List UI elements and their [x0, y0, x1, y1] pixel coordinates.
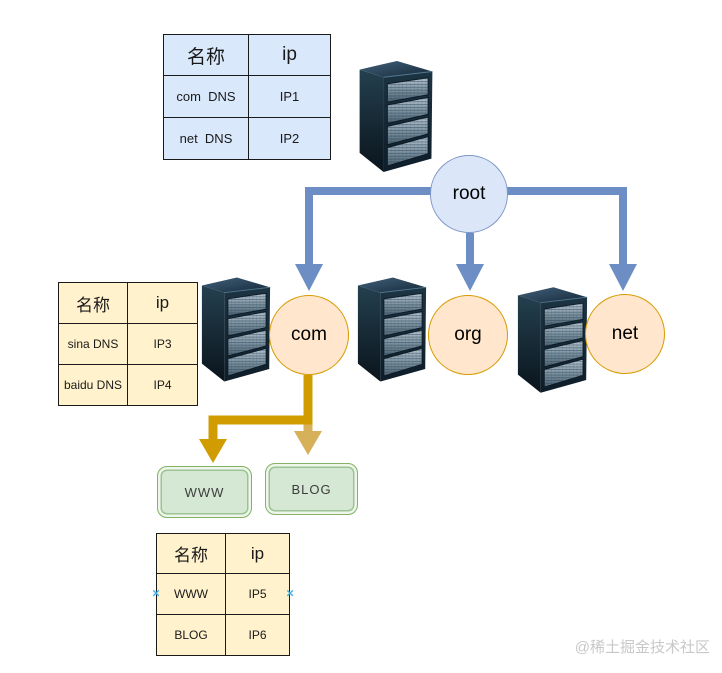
- cell-name: BLOG: [156, 614, 226, 656]
- root-dns-table: 名称 ip com DNS IP1 net DNS IP2: [163, 34, 331, 160]
- table-row: WWW IP5: [156, 573, 290, 615]
- arrowhead-root-to-net: [609, 264, 637, 291]
- cell-name: WWW: [156, 573, 226, 615]
- header-cell-ip: ip: [127, 282, 198, 324]
- arrowhead-root-to-com: [295, 264, 323, 291]
- server-icon-root: [359, 60, 433, 173]
- node-net-label: net: [611, 323, 639, 344]
- host-dns-table: 名称 ip WWW IP5 BLOG IP6: [156, 533, 290, 656]
- table-row: com DNS IP1: [163, 75, 331, 118]
- header-cell-name: 名称: [163, 34, 249, 76]
- connector-com-to-www: [208, 375, 313, 441]
- node-blog-label: BLOG: [291, 481, 332, 497]
- table-header-row: 名称 ip: [156, 533, 290, 574]
- server-icon-com: [201, 276, 271, 383]
- node-blog: BLOG: [265, 463, 358, 515]
- header-cell-ip: ip: [225, 533, 290, 574]
- cell-name: baidu DNS: [58, 364, 128, 406]
- cell-name: sina DNS: [58, 323, 128, 365]
- arrowhead-com-to-www: [199, 439, 227, 463]
- cross-marker-icon-right: ×: [286, 585, 294, 601]
- table-row: BLOG IP6: [156, 614, 290, 656]
- cell-ip: IP2: [248, 117, 331, 160]
- cell-ip: IP3: [127, 323, 198, 365]
- cell-ip: IP4: [127, 364, 198, 406]
- header-cell-name: 名称: [58, 282, 128, 324]
- node-org: org: [428, 295, 508, 375]
- cell-ip: IP1: [248, 75, 331, 118]
- node-org-label: org: [454, 324, 482, 345]
- table-header-row: 名称 ip: [163, 34, 331, 76]
- table-header-row: 名称 ip: [58, 282, 198, 324]
- node-com: com: [269, 295, 349, 375]
- node-net: net: [585, 294, 665, 374]
- cell-ip: IP6: [225, 614, 290, 656]
- server-icon-org: [357, 276, 427, 383]
- cell-ip: IP5: [225, 573, 290, 615]
- node-root: root: [430, 155, 508, 233]
- cell-name: com DNS: [163, 75, 249, 118]
- watermark-text: @稀土掘金技术社区: [574, 639, 710, 656]
- cell-name: net DNS: [163, 117, 249, 160]
- node-root-label: root: [452, 183, 486, 204]
- header-cell-ip: ip: [248, 34, 331, 76]
- node-www-label: WWW: [184, 484, 225, 500]
- cross-marker-icon-left: ×: [152, 585, 160, 601]
- node-com-label: com: [291, 324, 327, 345]
- table-row: sina DNS IP3: [58, 323, 198, 365]
- node-www: WWW: [157, 466, 252, 518]
- table-row: baidu DNS IP4: [58, 364, 198, 406]
- table-row: net DNS IP2: [163, 117, 331, 160]
- com-dns-table: 名称 ip sina DNS IP3 baidu DNS IP4: [58, 282, 198, 406]
- server-icon-net: [517, 286, 588, 394]
- com-connectors: [199, 375, 322, 463]
- arrowhead-root-to-org: [456, 264, 484, 291]
- arrowhead-com-to-blog: [294, 431, 322, 455]
- header-cell-name: 名称: [156, 533, 226, 574]
